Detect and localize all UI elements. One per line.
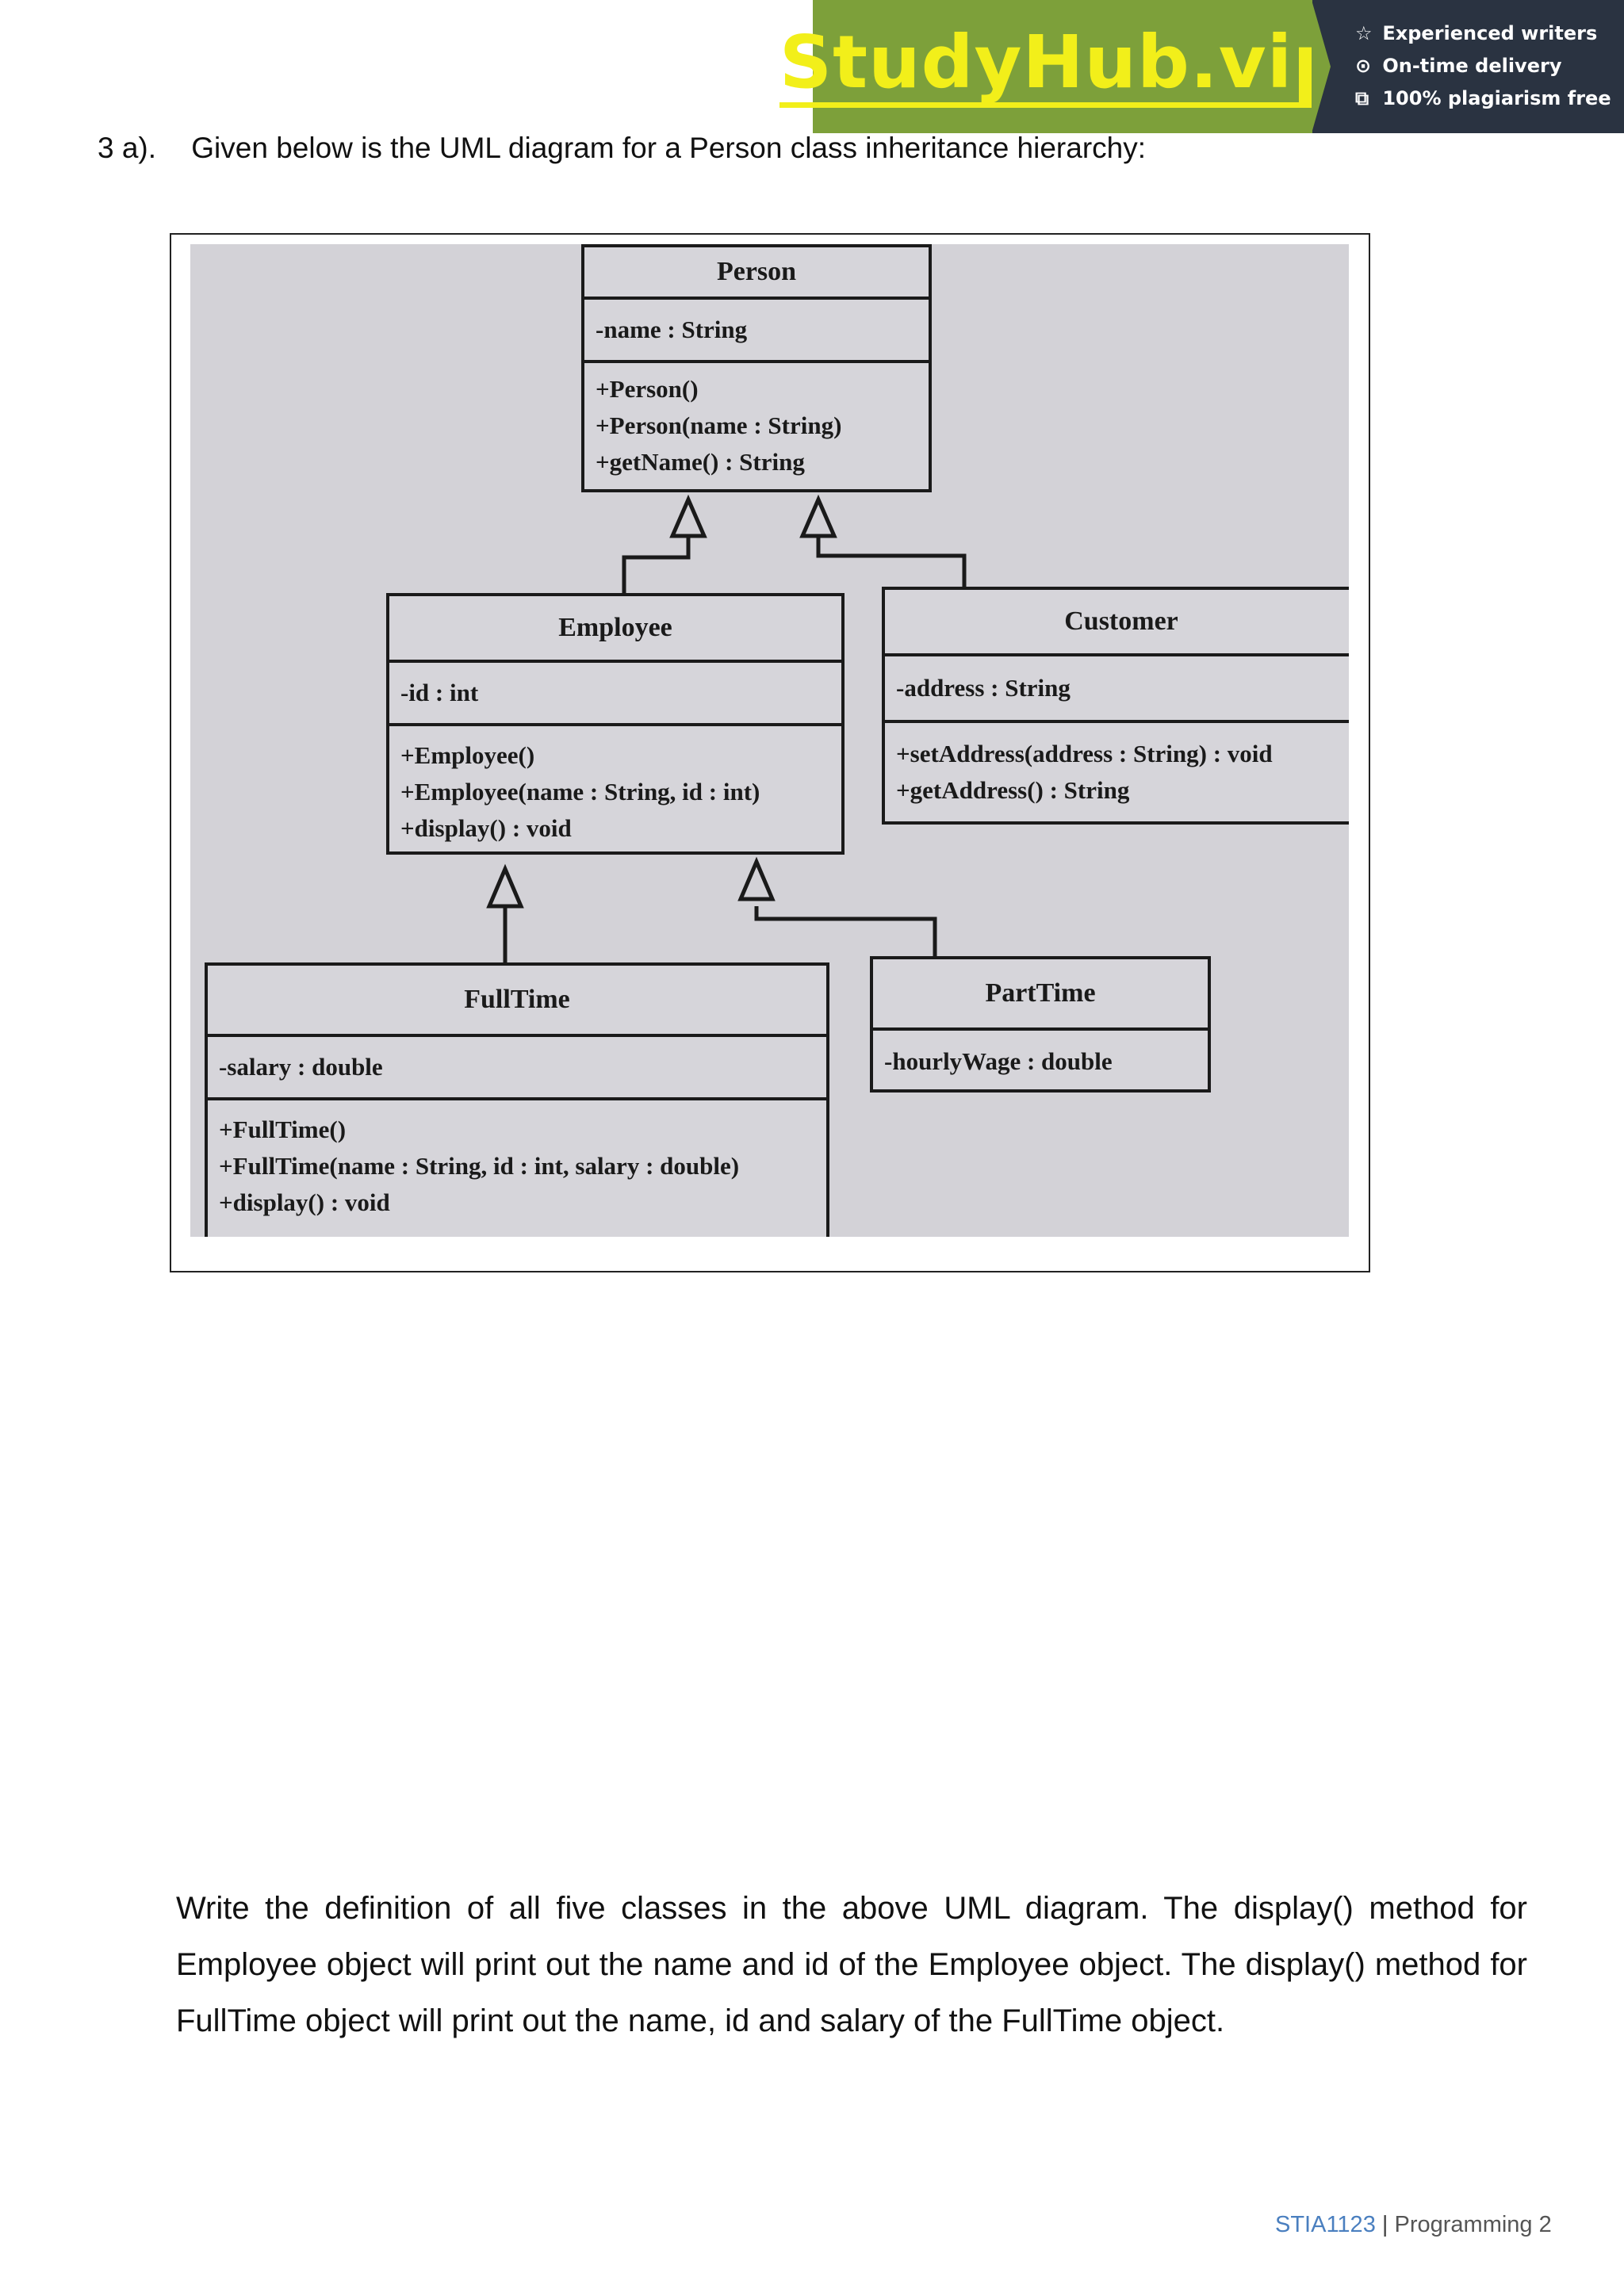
class-name: FullTime: [208, 966, 826, 1037]
class-method: +setAddress(address : String) : void: [896, 736, 1349, 772]
class-method: +Person(name : String): [596, 408, 929, 444]
class-method: +getAddress() : String: [896, 772, 1349, 809]
class-methods: +Employee() +Employee(name : String, id …: [389, 726, 841, 847]
class-method: +FullTime(): [219, 1112, 826, 1148]
star-icon: ☆: [1355, 17, 1376, 50]
feature-text: Experienced writers: [1382, 22, 1597, 44]
class-method: +Employee(): [400, 737, 841, 774]
class-attribute: -id : int: [389, 663, 841, 726]
class-method: +getName() : String: [596, 444, 929, 480]
course-code: STIA1123: [1275, 2212, 1376, 2237]
class-attribute: -address : String: [885, 656, 1349, 723]
generalization-arrow: [802, 499, 834, 536]
feature-experienced-writers: ☆ Experienced writers: [1355, 17, 1624, 50]
generalization-arrow: [489, 869, 521, 906]
class-attribute: -name : String: [584, 300, 929, 363]
feature-text: On-time delivery: [1382, 55, 1561, 77]
uml-class-parttime: PartTime -hourlyWage : double: [870, 956, 1211, 1093]
class-name: Customer: [885, 590, 1349, 656]
uml-diagram-image: Person -name : String +Person() +Person(…: [190, 244, 1349, 1237]
copy-icon: ⧉: [1355, 82, 1376, 115]
class-method: +Person(): [596, 371, 929, 408]
class-name: Employee: [389, 596, 841, 663]
course-name: Programming 2: [1395, 2212, 1552, 2237]
class-methods: +FullTime() +FullTime(name : String, id …: [208, 1100, 826, 1221]
uml-class-person: Person -name : String +Person() +Person(…: [581, 244, 932, 492]
class-name: Person: [584, 247, 929, 300]
page-footer: STIA1123 | Programming 2: [1275, 2212, 1552, 2238]
class-methods: +setAddress(address : String) : void +ge…: [885, 723, 1349, 809]
generalization-arrow: [672, 499, 704, 536]
question-text: Given below is the UML diagram for a Per…: [191, 132, 1146, 164]
brand-name: StudyHub.vip: [779, 26, 1346, 108]
generalization-arrow: [741, 862, 772, 899]
class-method: +FullTime(name : String, id : int, salar…: [219, 1148, 826, 1184]
class-name: PartTime: [873, 959, 1208, 1031]
class-attribute: -salary : double: [208, 1037, 826, 1100]
feature-plagiarism-free: ⧉ 100% plagiarism free: [1355, 82, 1624, 115]
question-number: 3 a).: [98, 132, 183, 165]
class-method: +Employee(name : String, id : int): [400, 774, 841, 810]
uml-class-employee: Employee -id : int +Employee() +Employee…: [386, 593, 845, 855]
class-attribute: -hourlyWage : double: [873, 1031, 1208, 1093]
feature-on-time-delivery: ⊙ On-time delivery: [1355, 50, 1624, 82]
class-method: +display() : void: [219, 1184, 826, 1221]
question-heading: 3 a). Given below is the UML diagram for…: [98, 132, 1146, 165]
clock-icon: ⊙: [1355, 50, 1376, 82]
class-method: +display() : void: [400, 810, 841, 847]
banner-features: ☆ Experienced writers ⊙ On-time delivery…: [1312, 0, 1624, 133]
studyhub-logo[interactable]: StudyHub.vip: [813, 0, 1312, 133]
task-instructions: Write the definition of all five classes…: [176, 1881, 1527, 2049]
uml-class-customer: Customer -address : String +setAddress(a…: [882, 587, 1349, 825]
feature-text: 100% plagiarism free: [1382, 87, 1611, 109]
class-methods: +Person() +Person(name : String) +getNam…: [584, 363, 929, 480]
uml-class-fulltime: FullTime -salary : double +FullTime() +F…: [205, 962, 829, 1237]
footer-separator: |: [1382, 2212, 1388, 2237]
